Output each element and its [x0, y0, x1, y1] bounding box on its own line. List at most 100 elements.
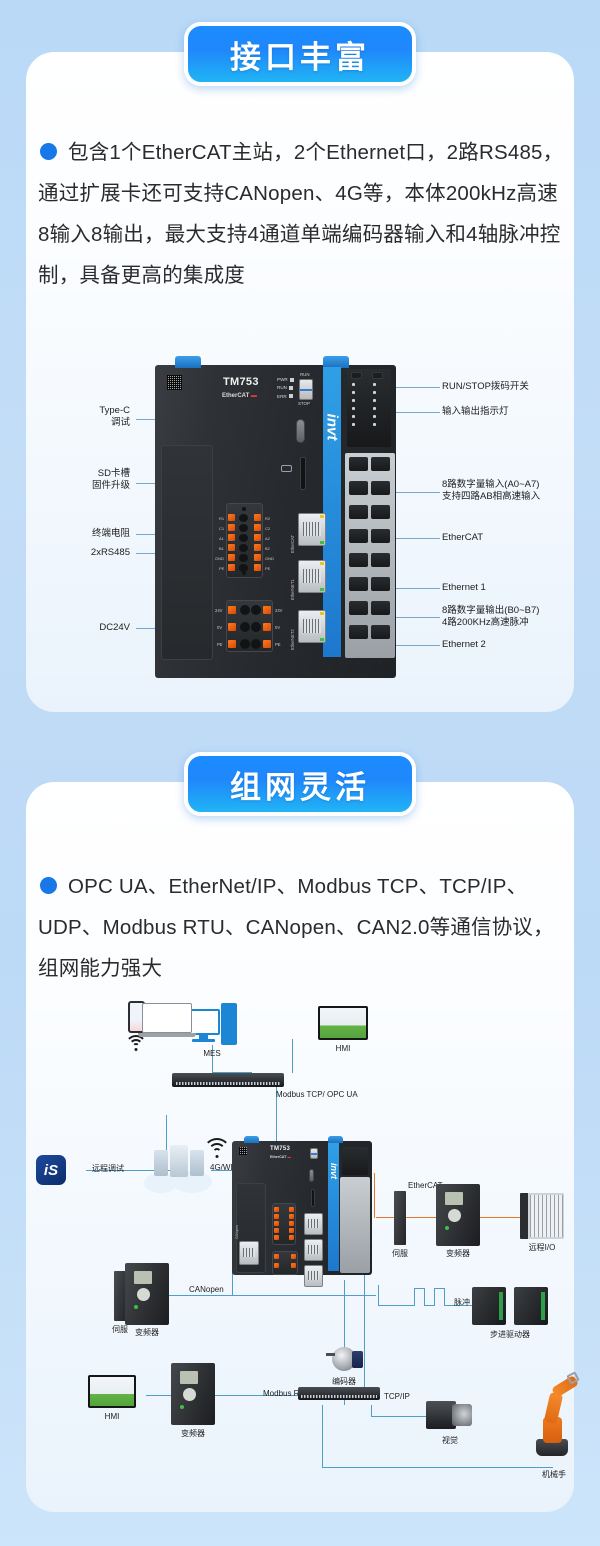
port-label-ethercat: EtherCAT [290, 534, 295, 553]
io-terminal[interactable] [349, 505, 368, 519]
wire-laptop-cloud [166, 1115, 167, 1157]
bullet-icon [40, 143, 57, 160]
sd-card-slot[interactable] [311, 1189, 315, 1207]
is-platform-logo: iS [36, 1155, 66, 1185]
terminal-label: A1 [219, 536, 224, 541]
ethercat-port[interactable] [298, 513, 326, 546]
plc-device-photo: TM753 EtherCAT ▬ PWR RUN ERR RUN STOP [155, 356, 396, 678]
screw-hole [242, 507, 246, 511]
type-c-port[interactable] [309, 1169, 314, 1182]
terminal-screw [254, 544, 261, 551]
io-terminal[interactable] [349, 601, 368, 615]
io-led [352, 407, 355, 410]
io-terminal[interactable] [371, 529, 390, 543]
callout-lead-ethernet1 [396, 588, 440, 589]
io-terminal[interactable] [349, 481, 368, 495]
wire-pulse-sq [434, 1288, 435, 1306]
io-terminal[interactable] [349, 529, 368, 543]
terminal-label: C1 [219, 526, 225, 531]
io-out-header [372, 372, 383, 379]
ethernet1-port[interactable] [304, 1239, 323, 1261]
terminal-label: GND [265, 556, 274, 561]
section-body-networking: OPC UA、EtherNet/IP、Modbus TCP、TCP/IP、UDP… [38, 866, 566, 989]
node-caption-hmi-rtu: HMI [104, 1412, 120, 1421]
io-terminal[interactable] [349, 553, 368, 567]
power-screw [263, 640, 271, 648]
din-clip-right [323, 356, 349, 368]
power-hole [240, 605, 250, 615]
din-clip-left [175, 356, 201, 368]
io-terminal[interactable] [371, 457, 390, 471]
io-terminal[interactable] [349, 625, 368, 639]
power-hole [240, 639, 250, 649]
terminal-screw [274, 1214, 279, 1219]
camera-lens [452, 1404, 472, 1426]
screw-hole [242, 571, 246, 575]
laptop-base [138, 1033, 196, 1037]
wire-is-cloud [86, 1170, 172, 1171]
io-terminal[interactable] [371, 577, 390, 591]
wire-plc-encoder [344, 1280, 345, 1370]
ethernet1-port[interactable] [298, 560, 326, 593]
io-terminal[interactable] [371, 505, 390, 519]
io-led-module [342, 1147, 368, 1175]
vfd-led [445, 1226, 449, 1230]
wire-mes-switch-h [212, 1072, 252, 1073]
switch-stop-label: STOP [298, 401, 310, 406]
qr-code [239, 1147, 247, 1155]
callout-ethernet1: Ethernet 1 [442, 582, 486, 593]
link-label-tcpip: TCP/IP [384, 1392, 410, 1401]
io-led [373, 415, 376, 418]
qr-code [167, 375, 182, 390]
vfd-led [134, 1305, 138, 1309]
vfd-inverter-ethercat [436, 1184, 480, 1246]
section-body-text: 包含1个EtherCAT主站，2个Ethernet口，2路RS485，通过扩展卡… [38, 141, 564, 287]
io-terminal[interactable] [371, 601, 390, 615]
io-led [373, 391, 376, 394]
section-body-text: OPC UA、EtherNet/IP、Modbus TCP、TCP/IP、UDP… [38, 875, 554, 980]
link-label-canopen: CANopen [189, 1285, 224, 1294]
port-label-canopen: CANopen [235, 1225, 239, 1239]
wire-robot-v [322, 1405, 323, 1467]
network-switch-top [172, 1073, 284, 1087]
canopen-port[interactable] [239, 1241, 259, 1265]
io-terminal[interactable] [349, 457, 368, 471]
node-caption-robot: 机械手 [542, 1470, 566, 1479]
power-hole [240, 622, 250, 632]
vfd-display [445, 1192, 463, 1205]
power-terminal-label: PE [275, 642, 281, 647]
encoder-cable [326, 1353, 335, 1356]
sd-card-slot[interactable] [300, 457, 306, 490]
terminal-screw [254, 524, 261, 531]
servo-drive-ethercat [394, 1191, 406, 1245]
vfd-led [180, 1405, 184, 1409]
callout-lead-digital-inputs [396, 492, 440, 493]
io-terminal[interactable] [371, 625, 390, 639]
run-stop-switch[interactable] [299, 379, 313, 400]
io-led [352, 423, 355, 426]
led-err: ERR [277, 394, 294, 399]
io-terminal[interactable] [371, 481, 390, 495]
hmi-screen [320, 1008, 366, 1038]
io-terminal[interactable] [349, 577, 368, 591]
io-terminal[interactable] [371, 553, 390, 567]
plc-device-topology: TM753 EtherCAT ▬ CANopen invt [232, 1136, 372, 1287]
ethernet2-port[interactable] [298, 610, 326, 643]
wire-pulse-sq [444, 1288, 445, 1306]
hmi-screen [90, 1377, 134, 1406]
terminal-screw [274, 1221, 279, 1226]
run-stop-switch[interactable] [310, 1148, 318, 1159]
link-label-pulse: 脉冲 [454, 1298, 470, 1307]
vfd-keypad [137, 1288, 150, 1301]
ethercat-port[interactable] [304, 1213, 323, 1235]
ethernet2-port[interactable] [304, 1265, 323, 1287]
robot-base [536, 1439, 568, 1456]
node-caption-vfd-can: 变频器 [135, 1328, 159, 1337]
wire-vision [371, 1416, 469, 1417]
brand-label: invt [328, 1162, 339, 1180]
io-led [373, 407, 376, 410]
power-screw [263, 623, 271, 631]
type-c-port[interactable] [296, 419, 305, 443]
terminal-screw [289, 1207, 294, 1212]
callout-digital-outputs: 8路数字量输出(B0~B7) 4路200KHz高速脉冲 [442, 605, 540, 628]
